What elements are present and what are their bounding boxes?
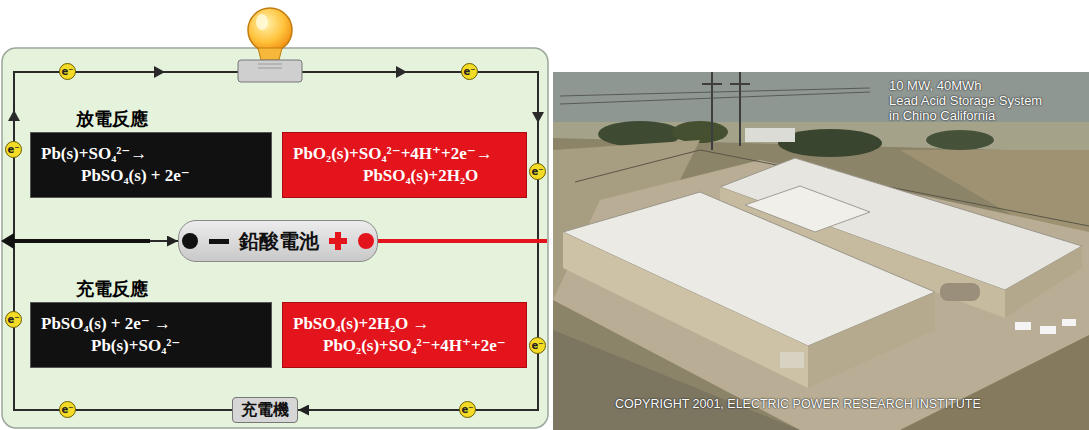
light-bulb xyxy=(238,60,302,82)
site-photo xyxy=(553,72,1089,430)
flow-arrow xyxy=(532,112,544,123)
site-photo xyxy=(900,335,1089,430)
reaction-equation: PbSO₄(s)+2H₂O → PbO₂(s)+SO₄²⁻+4H⁺+2e⁻ xyxy=(293,313,517,357)
site-photo xyxy=(560,88,870,96)
reaction-box: 放電反應Pb(s)+SO₄²⁻→ PbSO₄(s) + 2e⁻ xyxy=(30,132,272,198)
charger-label: 充電機 xyxy=(241,400,289,420)
site-photo xyxy=(553,72,1089,430)
site-photo xyxy=(808,292,935,388)
site-photo xyxy=(1005,246,1082,318)
copyright-notice: COPYRIGHT 2001, ELECTRIC POWER RESEARCH … xyxy=(615,397,981,412)
site-photo xyxy=(672,121,728,143)
light-bulb xyxy=(258,64,282,65)
circuit-wire xyxy=(14,72,538,241)
flow-arrow xyxy=(8,110,20,121)
site-photo xyxy=(780,352,804,368)
electron-marker: e⁻ xyxy=(59,63,76,80)
site-photo xyxy=(745,128,795,142)
electron-marker: e⁻ xyxy=(5,311,22,328)
site-photo xyxy=(1040,326,1056,334)
reaction-box: 充電反應PbSO₄(s) + 2e⁻ → Pb(s)+SO₄²⁻ xyxy=(30,302,272,368)
electron-marker: e⁻ xyxy=(59,401,76,418)
site-photo xyxy=(553,160,1089,430)
minus-sign xyxy=(209,239,229,244)
circuit-panel xyxy=(2,48,548,428)
light-bulb xyxy=(258,48,282,60)
site-photo xyxy=(1015,322,1031,330)
plus-sign xyxy=(329,232,347,250)
charger-box: 充電機 xyxy=(232,397,298,423)
site-photo xyxy=(560,88,870,104)
reaction-box: PbSO₄(s)+2H₂O → PbO₂(s)+SO₄²⁻+4H⁺+2e⁻ xyxy=(282,302,527,368)
battery-lead xyxy=(8,239,150,243)
light-bulb xyxy=(256,14,268,30)
battery-lead xyxy=(1,233,14,249)
circuit-panel xyxy=(2,48,548,428)
light-bulb xyxy=(238,8,302,82)
photo-caption: in Chino California xyxy=(889,108,995,123)
flow-arrow xyxy=(154,66,165,78)
site-photo xyxy=(730,83,750,85)
site-photo xyxy=(1062,319,1076,326)
site-photo xyxy=(702,83,722,85)
negative-terminal xyxy=(182,233,198,249)
connector-layer xyxy=(14,241,538,410)
reaction-equation: Pb(s)+SO₄²⁻→ PbSO₄(s) + 2e⁻ xyxy=(41,143,201,187)
electron-marker: e⁻ xyxy=(529,163,546,180)
reaction-equation: PbSO₄(s) + 2e⁻ → Pb(s)+SO₄²⁻ xyxy=(41,313,201,357)
circuit-wire xyxy=(14,72,538,241)
light-bulb xyxy=(258,68,282,69)
site-photo xyxy=(560,92,870,104)
site-photo xyxy=(553,72,1089,122)
electron-marker: e⁻ xyxy=(529,337,546,354)
photo-caption: Lead Acid Storage System xyxy=(889,93,1042,108)
site-photo xyxy=(926,130,994,150)
electron-marker: e⁻ xyxy=(5,141,22,158)
battery-label: 鉛酸電池 xyxy=(239,229,319,253)
light-bulb xyxy=(248,8,292,52)
reaction-box: PbO₂(s)+SO₄²⁻+4H⁺+2e⁻→ PbSO₄(s)+2H₂O xyxy=(282,132,527,198)
positive-terminal xyxy=(358,233,374,249)
electron-marker: e⁻ xyxy=(461,63,478,80)
site-photo xyxy=(940,283,980,301)
electron-marker: e⁻ xyxy=(459,401,476,418)
flow-arrow xyxy=(396,66,407,78)
reaction-equation: PbO₂(s)+SO₄²⁻+4H⁺+2e⁻→ PbSO₄(s)+2H₂O xyxy=(293,143,517,187)
site-photo xyxy=(563,232,808,388)
site-photo xyxy=(702,72,750,150)
battery-box: 鉛酸電池 xyxy=(178,220,378,262)
photo-caption: 10 MW, 40MWh xyxy=(889,78,981,93)
